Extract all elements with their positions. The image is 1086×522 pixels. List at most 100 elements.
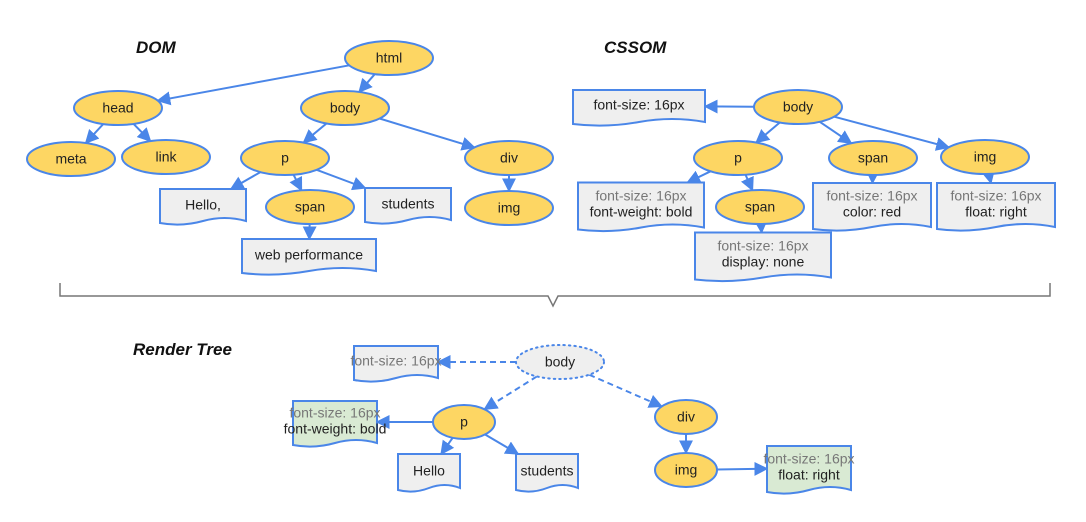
node-label: students [521,463,574,479]
style-line: float: right [965,204,1027,220]
node-d-webperf: web performance [241,238,377,276]
node-ellipse [344,40,434,76]
node-d-body: body [300,90,390,126]
dom-title: DOM [136,38,177,57]
node-ellipse [515,344,605,380]
edge-d-p-to-d-students [316,168,367,191]
node-label: web performance [254,247,363,263]
node-ellipse [464,140,554,176]
edge-d-p-to-d-hello [229,171,261,190]
edge-d-head-to-d-meta [84,123,104,145]
style-line: color: red [843,204,901,220]
node-d-head: head [73,90,163,126]
node-doc-shape [397,453,461,493]
node-ellipse [73,90,163,126]
cssom-title: CSSOM [604,38,667,57]
node-ellipse [940,139,1030,175]
node-c-body: body [753,89,843,125]
node-c-p: p [693,140,783,176]
style-line: font-size: 16px [950,188,1041,204]
node-label: span [745,199,775,215]
node-d-div: div [464,140,554,176]
node-c-img: img [940,139,1030,175]
edge-c-p-to-c-p-span [740,174,754,192]
edge-r-img-to-r-img-style [716,461,769,476]
node-label: body [330,100,360,116]
edge-d-body-to-d-div [379,117,476,151]
node-r-div: div [654,399,718,435]
node-d-hello: Hello, [159,188,247,226]
node-label: span [295,199,325,215]
style-line: font-size: 16px [350,353,441,369]
node-label: p [734,150,742,166]
node-r-hello: Hello [397,453,461,493]
node-doc-shape [936,182,1056,232]
node-ellipse [654,452,718,488]
style-line: font-size: 16px [826,188,917,204]
edge-c-p-span-to-c-p-span-style [753,219,768,234]
node-doc-shape [577,181,705,233]
node-ellipse [26,141,116,177]
edge-c-img-to-c-img-style [981,169,995,185]
node-r-body: body [515,344,605,380]
node-ellipse [753,89,843,125]
node-label: body [545,354,575,370]
node-ellipse [432,404,496,440]
node-label: head [102,100,133,116]
node-d-html: html [344,40,434,76]
style-line: font-size: 16px [593,97,684,113]
node-label: div [677,409,695,425]
merge-brace [59,283,1051,308]
node-ellipse [121,139,211,175]
node-ellipse [464,190,554,226]
node-d-students: students [364,187,452,225]
node-label: div [500,150,518,166]
node-d-link: link [121,139,211,175]
node-r-img: img [654,452,718,488]
node-doc-shape [353,345,439,383]
edge-d-head-to-d-link [132,123,152,143]
style-line: font-size: 16px [289,405,380,421]
node-d-meta: meta [26,141,116,177]
node-label: meta [55,151,86,167]
node-r-students: students [515,453,579,493]
edge-r-body-to-r-p [483,375,538,411]
node-doc-shape [159,188,247,226]
edge-d-body-to-d-p [302,122,328,144]
node-ellipse [715,189,805,225]
edge-r-body-to-r-div [588,373,664,408]
node-doc-shape [766,445,852,495]
node-ellipse [828,140,918,176]
edge-d-html-to-d-head [156,64,350,106]
edge-c-body-to-c-span [819,120,853,145]
edge-c-p-to-c-p-style [686,170,712,184]
edge-r-p-to-r-hello [440,437,455,456]
node-label: link [155,149,177,165]
node-label: p [460,414,468,430]
node-c-body-style: font-size: 16px [572,89,706,127]
style-line: display: none [722,254,805,270]
style-line: font-weight: bold [284,421,387,437]
style-line: font-size: 16px [717,238,808,254]
node-doc-shape [812,182,932,232]
node-label: students [382,196,435,212]
node-doc-shape [572,89,706,127]
edge-d-p-to-d-span [289,174,303,192]
node-c-p-span: span [715,189,805,225]
edge-d-html-to-d-body [358,73,376,93]
node-ellipse [265,189,355,225]
node-d-img: img [464,190,554,226]
node-doc-shape [694,231,832,283]
node-r-body-style: font-size: 16px [350,345,442,383]
node-ellipse [300,90,390,126]
style-line: font-size: 16px [595,188,686,204]
node-label: Hello [413,463,445,479]
edge-c-body-to-c-p [755,121,781,144]
node-label: img [974,149,997,165]
